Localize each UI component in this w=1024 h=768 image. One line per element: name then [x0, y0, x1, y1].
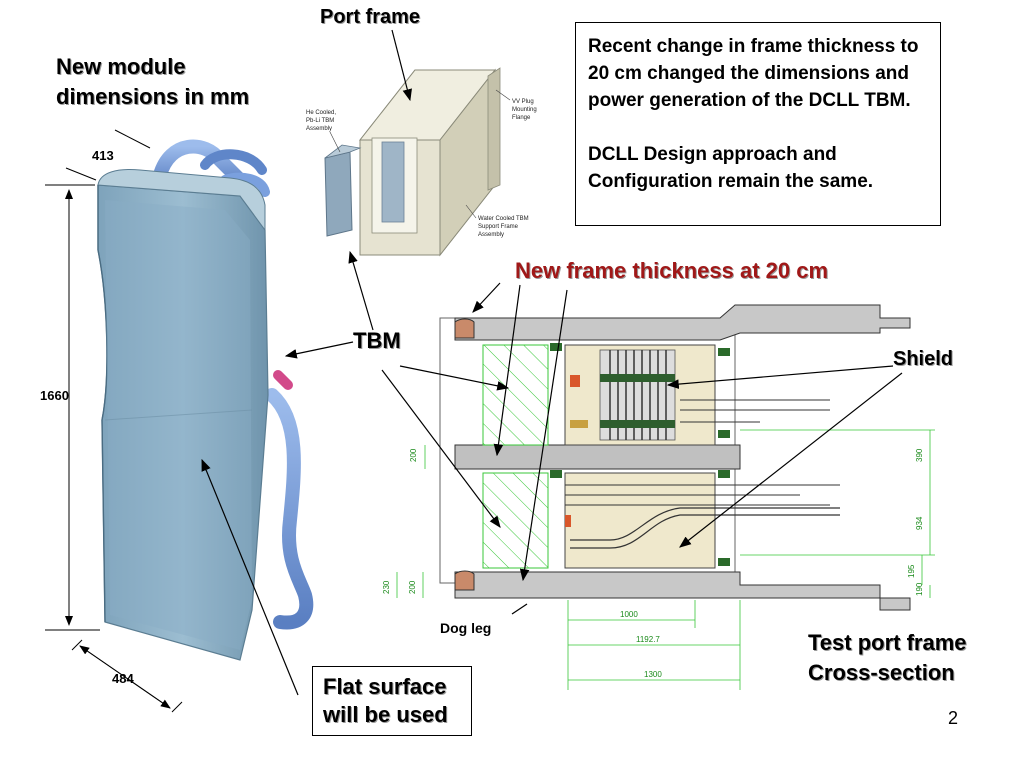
flat-surface-line1: Flat surface	[323, 674, 447, 699]
flat-surface-line2: will be used	[323, 702, 448, 727]
dog-leg-label: Dog leg	[440, 620, 492, 636]
svg-text:1192.7: 1192.7	[636, 635, 660, 644]
cross-section-drawing: 200 230 200 390 934 195 190 1000 1192.7 …	[382, 304, 935, 690]
svg-text:VV Plug: VV Plug	[512, 99, 534, 105]
tbm-label: TBM	[353, 328, 401, 353]
svg-text:1000: 1000	[620, 610, 638, 619]
svg-text:Assembly: Assembly	[478, 232, 504, 238]
shield-label: Shield	[893, 348, 954, 370]
page-number: 2	[948, 708, 959, 728]
dim-height: 1660	[40, 388, 69, 403]
tbm-module-3d	[97, 139, 314, 661]
note-box: Recent change in frame thickness to 20 c…	[575, 22, 941, 226]
svg-text:Support Frame: Support Frame	[478, 224, 519, 230]
svg-text:200: 200	[409, 448, 418, 462]
test-port-title-line2: Cross-section	[808, 660, 955, 685]
svg-text:200: 200	[408, 580, 417, 594]
svg-text:190: 190	[915, 582, 924, 596]
svg-text:195: 195	[907, 564, 916, 578]
annotation-arrows	[201, 29, 903, 696]
note-paragraph-2: DCLL Design approach and Configuration r…	[588, 144, 874, 192]
port-frame-illustration: He Cooled, Pb-Li TBM Assembly VV Plug Mo…	[306, 67, 537, 257]
svg-text:1300: 1300	[644, 670, 662, 679]
flat-surface-box: Flat surface will be used	[312, 666, 472, 736]
dim-width-top: 413	[92, 148, 114, 163]
new-frame-thickness-label: New frame thickness at 20 cm	[515, 258, 829, 283]
svg-text:Pb-Li TBM: Pb-Li TBM	[306, 118, 334, 124]
module-title-line1: New module	[56, 54, 186, 79]
svg-text:He Cooled,: He Cooled,	[306, 110, 336, 116]
svg-text:230: 230	[382, 580, 391, 594]
note-paragraph-1: Recent change in frame thickness to 20 c…	[588, 36, 919, 111]
port-frame-label: Port frame	[320, 6, 421, 28]
dim-width-bottom: 484	[112, 671, 134, 686]
svg-text:Flange: Flange	[512, 115, 531, 121]
svg-text:Water Cooled TBM: Water Cooled TBM	[478, 216, 529, 222]
svg-text:Assembly: Assembly	[306, 126, 332, 132]
svg-text:390: 390	[915, 448, 924, 462]
module-title-line2: dimensions in mm	[56, 84, 250, 109]
test-port-title-line1: Test port frame	[808, 630, 967, 655]
svg-text:934: 934	[915, 516, 924, 530]
svg-text:Mounting: Mounting	[512, 107, 537, 113]
module-dimension-lines	[45, 129, 183, 713]
